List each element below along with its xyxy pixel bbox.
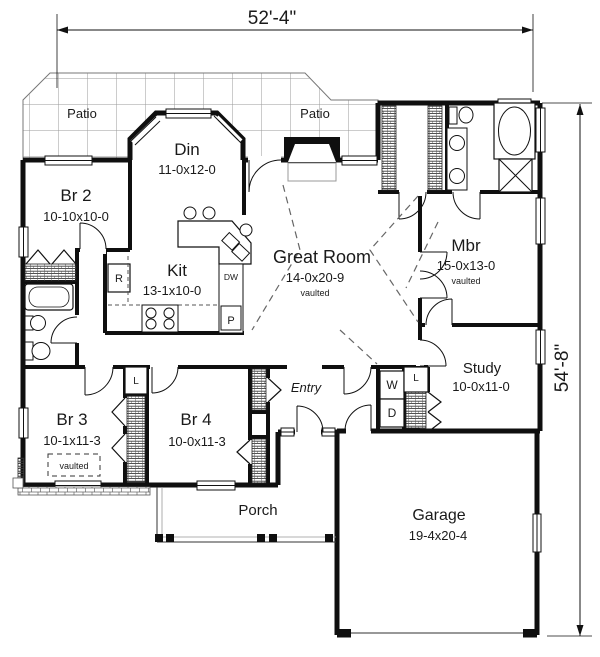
- study-label: Study: [463, 360, 502, 377]
- fireplace: [284, 137, 340, 182]
- toilet: [24, 341, 51, 361]
- entry-sidelight-left: [280, 427, 295, 437]
- dishwasher-label: DW: [224, 272, 238, 282]
- br3-vaulted-box: [47, 453, 101, 477]
- greatroom-label: Great Room: [273, 247, 371, 267]
- br3-closet-shelf: [126, 395, 146, 483]
- br2-label: Br 2: [60, 186, 91, 205]
- closet-shelving: [17, 105, 443, 485]
- bay-right-window: [213, 115, 243, 145]
- porch-posts: [155, 534, 333, 542]
- counter-edge: [108, 256, 218, 306]
- br2-size: 10-10x10-0: [43, 209, 109, 224]
- entry-label: Entry: [291, 380, 323, 395]
- mbr-label: Mbr: [451, 236, 481, 255]
- din-label: Din: [174, 140, 200, 159]
- mbr-note: vaulted: [451, 276, 480, 286]
- garage-label: Garage: [412, 507, 465, 524]
- dryer-box: [379, 398, 405, 428]
- bath-sink: [24, 315, 46, 331]
- pantry-label: P: [227, 315, 234, 327]
- mbr-size: 15-0x13-0: [437, 258, 496, 273]
- pantry-box: [220, 305, 242, 331]
- mbr-right-window-1: [535, 107, 546, 153]
- br3-size: 10-1x11-3: [43, 433, 101, 448]
- master-bath-fixtures: [446, 102, 536, 193]
- dryer-label: D: [388, 406, 397, 420]
- stove: [141, 304, 179, 333]
- bay-left-window: [130, 116, 161, 146]
- porch-label: Porch: [238, 502, 277, 519]
- entry-sidelight-right: [321, 427, 336, 437]
- kit-label: Kit: [167, 261, 187, 280]
- br2-closet-shelf: [24, 263, 77, 282]
- entry-coat-closet-shelf: [251, 368, 267, 411]
- linen-hall-label: L: [133, 376, 139, 387]
- study-linen-shelf: [405, 391, 427, 429]
- study-window: [535, 329, 546, 365]
- bay-top-window: [165, 108, 212, 119]
- porch-structure: [12, 477, 336, 543]
- linen-study-label: L: [413, 373, 419, 384]
- dim-height-label: 54'-8": [552, 344, 573, 392]
- br3-label: Br 3: [56, 410, 87, 429]
- vault-lines: [251, 184, 439, 365]
- kit-size: 13-1x10-0: [143, 283, 202, 298]
- garage-window: [532, 513, 542, 553]
- refrigerator-box: [107, 263, 131, 293]
- garage-door: [337, 629, 537, 636]
- master-vanity: [446, 127, 468, 191]
- linen-hall-box: [124, 366, 148, 395]
- wall-openings: [73, 156, 523, 640]
- br4-front-window: [196, 480, 236, 491]
- swing-doors: [50, 159, 481, 433]
- garage-size: 19-4x20-4: [409, 528, 468, 543]
- br2-top-window: [44, 155, 93, 166]
- master-closet-shelf-right: [427, 105, 443, 191]
- dimension-right: [542, 102, 592, 637]
- shower: [498, 158, 533, 193]
- dimension-top: [56, 14, 534, 92]
- br4-label: Br 4: [180, 410, 211, 429]
- greatroom-note: vaulted: [300, 288, 329, 298]
- bar-stools: [183, 206, 253, 237]
- laundry-linen: [124, 366, 429, 428]
- island-sink: [221, 231, 251, 262]
- patio-label-2: Patio: [300, 106, 330, 121]
- hall-bath-fixtures: [24, 283, 74, 361]
- br3-left-window: [18, 407, 29, 439]
- master-closet-shelf-left: [381, 105, 397, 191]
- washer-label: W: [386, 378, 398, 392]
- br2-left-window: [18, 226, 29, 258]
- refrigerator-label: R: [115, 273, 123, 285]
- greatroom-window: [341, 155, 378, 166]
- mbr-right-window-2: [535, 197, 546, 245]
- br4-closet-shelf: [251, 438, 267, 484]
- dim-width-label: 52'-4": [248, 8, 296, 29]
- master-toilet: [448, 106, 474, 125]
- greatroom-size: 14-0x20-9: [286, 270, 345, 285]
- patio-label-1: Patio: [67, 106, 97, 121]
- master-tub: [493, 102, 536, 160]
- linen-study-box: [403, 366, 429, 393]
- kitchen-fixtures: [107, 206, 253, 334]
- din-size: 11-0x12-0: [158, 162, 216, 177]
- br4-size: 10-0x11-3: [168, 434, 226, 449]
- br3-note: vaulted: [59, 461, 88, 471]
- study-size: 10-0x11-0: [452, 379, 510, 394]
- bifold-doors: [25, 249, 442, 465]
